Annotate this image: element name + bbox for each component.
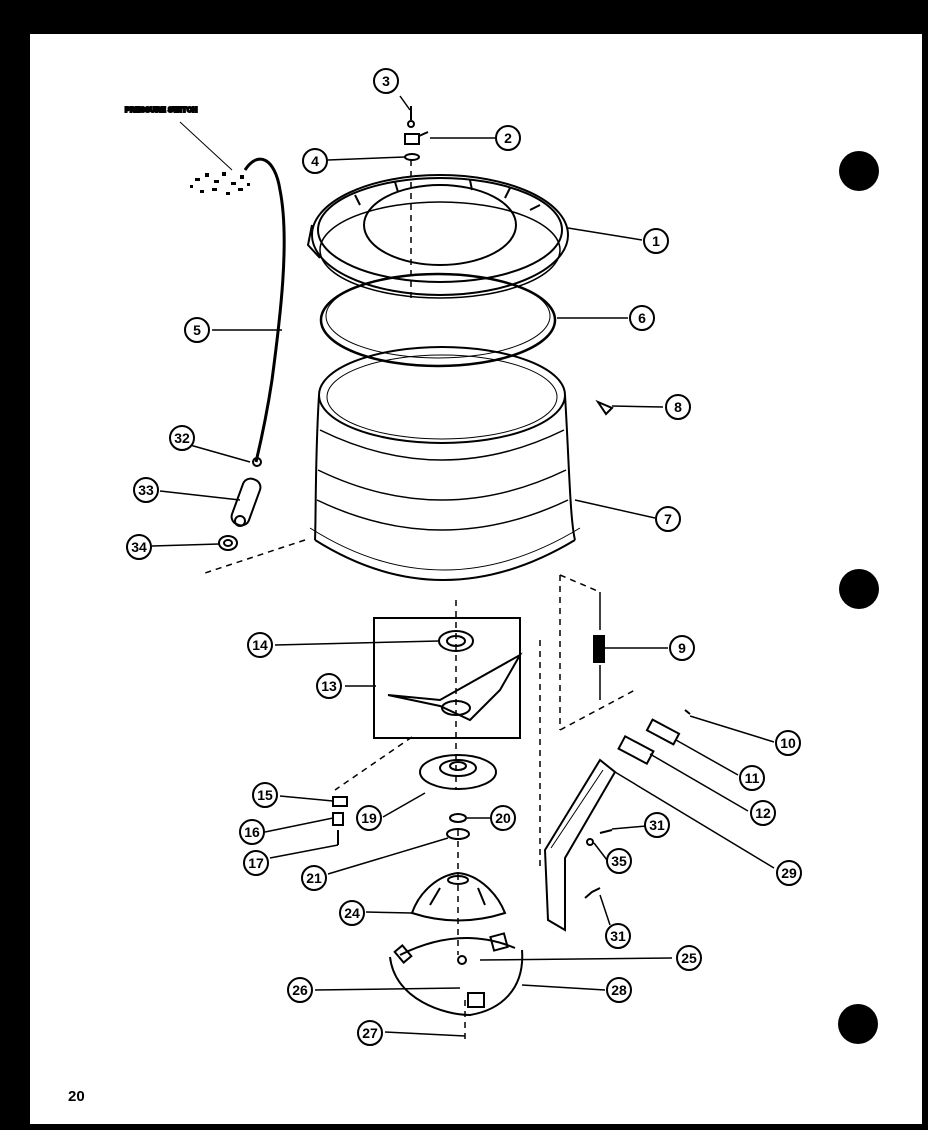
svg-text:25: 25 (681, 950, 697, 966)
svg-text:5: 5 (193, 322, 201, 338)
washer-lower (446, 828, 470, 840)
callout: 4 (302, 148, 328, 174)
svg-text:24: 24 (344, 905, 360, 921)
callout: 25 (676, 945, 702, 971)
suspension-spring (593, 635, 605, 663)
svg-text:15: 15 (257, 787, 273, 803)
callout: 20 (490, 805, 516, 831)
svg-text:27: 27 (362, 1025, 378, 1041)
page-number: 20 (68, 1088, 85, 1105)
svg-text:33: 33 (138, 482, 154, 498)
pulley (419, 754, 497, 790)
callout: 28 (606, 977, 632, 1003)
clamp (332, 812, 344, 826)
binder-hole-icon (838, 1004, 878, 1044)
callout: 34 (126, 534, 152, 560)
outer-tub (309, 346, 581, 581)
callout: 6 (629, 305, 655, 331)
tub-clip (595, 399, 614, 416)
hub-assembly-box (373, 617, 521, 739)
bracket (332, 796, 348, 807)
callout-group: 3 2 4 1 5 6 8 32 33 34 7 9 14 13 10 11 1… (126, 68, 802, 1046)
svg-text:17: 17 (248, 855, 264, 871)
svg-text:4: 4 (311, 153, 319, 169)
svg-text:20: 20 (495, 810, 511, 826)
callout: 3 (373, 68, 399, 94)
callout: 35 (606, 848, 632, 874)
svg-text:34: 34 (131, 539, 147, 555)
svg-text:31: 31 (649, 817, 665, 833)
callout: 26 (287, 977, 313, 1003)
binder-hole-icon (839, 151, 879, 191)
svg-text:10: 10 (780, 735, 796, 751)
svg-text:12: 12 (755, 805, 771, 821)
grommet (218, 535, 238, 551)
callout: 31 (605, 923, 631, 949)
callout: 21 (301, 865, 327, 891)
pressure-switch-label: PRESSURE SWITCH (125, 107, 198, 114)
svg-text:13: 13 (321, 678, 337, 694)
callout: 33 (133, 477, 159, 503)
callout: 12 (750, 800, 776, 826)
diagram-sheet (30, 34, 922, 1124)
washer (404, 153, 420, 161)
callout: 14 (247, 632, 273, 658)
svg-text:11: 11 (745, 770, 760, 786)
svg-text:2: 2 (504, 130, 512, 146)
callout: 29 (776, 860, 802, 886)
callout: 32 (169, 425, 195, 451)
callout: 31 (644, 812, 670, 838)
callout: 13 (316, 673, 342, 699)
callout: 27 (357, 1020, 383, 1046)
callout: 8 (665, 394, 691, 420)
svg-text:26: 26 (292, 982, 308, 998)
svg-text:21: 21 (306, 870, 322, 886)
svg-text:19: 19 (361, 810, 377, 826)
callout: 7 (655, 506, 681, 532)
pressure-switch: PRESSURE SWITCH (124, 106, 250, 195)
clip (404, 133, 420, 145)
pressure-hose (243, 157, 286, 463)
svg-text:6: 6 (638, 310, 646, 326)
callout: 19 (356, 805, 382, 831)
clamp-pad (617, 734, 655, 766)
callout: 15 (252, 782, 278, 808)
callout: 9 (669, 635, 695, 661)
support-bracket (543, 758, 617, 932)
spider-hub (387, 652, 523, 722)
svg-text:32: 32 (174, 430, 190, 446)
svg-text:16: 16 (244, 824, 260, 840)
tub-ring (306, 174, 569, 299)
binder-hole-icon (839, 569, 879, 609)
clamp-plate (645, 718, 681, 746)
callout: 2 (495, 125, 521, 151)
svg-text:1: 1 (652, 233, 660, 249)
callout: 17 (243, 850, 269, 876)
svg-text:14: 14 (252, 637, 268, 653)
svg-text:31: 31 (610, 928, 626, 944)
callout: 5 (184, 317, 210, 343)
svg-text:8: 8 (674, 399, 682, 415)
svg-text:28: 28 (611, 982, 627, 998)
bearing-housing (410, 871, 507, 922)
callout: 16 (239, 819, 265, 845)
callout: 1 (643, 228, 669, 254)
callout: 24 (339, 900, 365, 926)
callout: 10 (775, 730, 801, 756)
callout: 11 (739, 765, 765, 791)
svg-text:3: 3 (382, 73, 390, 89)
nut (449, 813, 467, 823)
air-dome (230, 477, 262, 527)
svg-text:35: 35 (611, 853, 627, 869)
svg-text:7: 7 (664, 511, 672, 527)
svg-text:29: 29 (781, 865, 797, 881)
svg-text:9: 9 (678, 640, 686, 656)
